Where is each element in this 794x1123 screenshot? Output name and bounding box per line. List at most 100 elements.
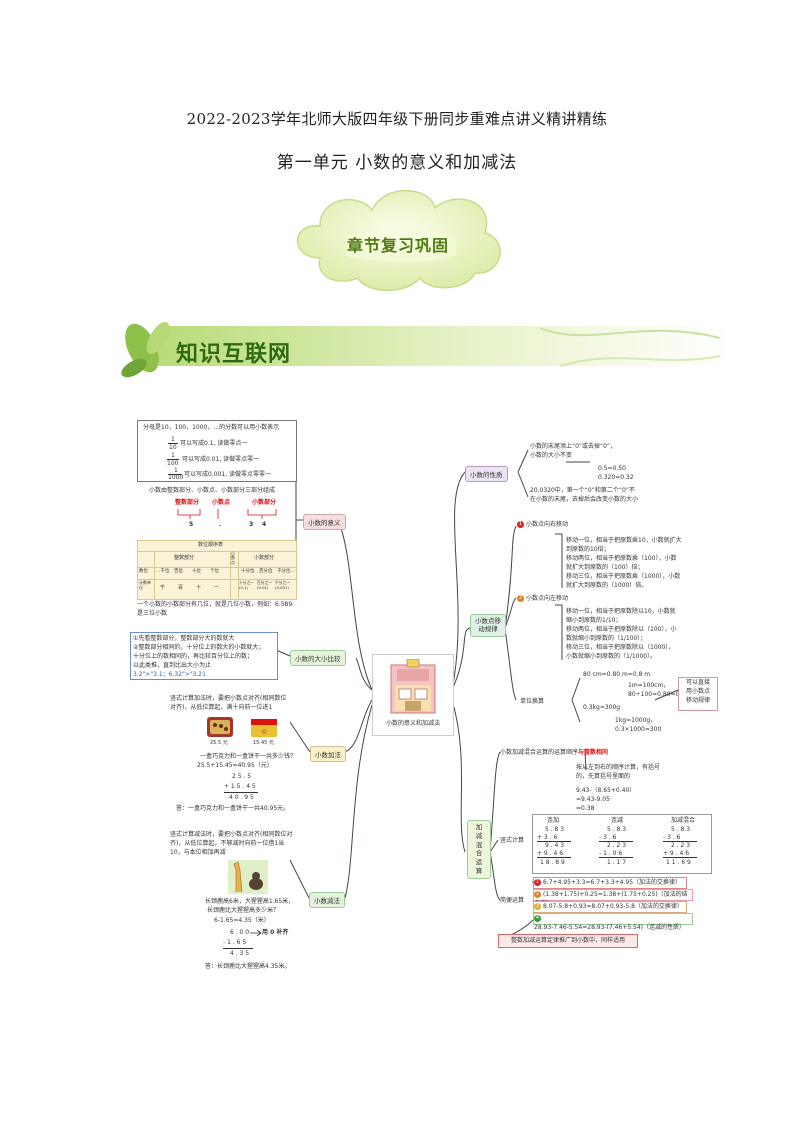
- frac3-text: 可以写成0.001, 读做零点零零一: [184, 471, 271, 478]
- unit-tip-1: 可以直接: [685, 679, 710, 686]
- compare-line-4: 以此类推，直到比出大小为止: [133, 662, 212, 669]
- c2-row4: - 1 . 0 6: [599, 850, 623, 857]
- compare-line-3: 十分位上的数相同的，再比较百分位上的数；: [133, 653, 254, 660]
- subtraction-rule: 竖式计算减法时，要把小数点对齐(相同数位对齐)，从低位算起，不够减时向前一位借1…: [170, 831, 293, 856]
- addition-v3: 4 0 . 9 5: [229, 794, 254, 801]
- cloud-decoration: [296, 189, 501, 292]
- chocolate-icon: [207, 717, 233, 737]
- digit-4: 4: [262, 521, 267, 528]
- center-node[interactable]: 小数的意义和加减法: [372, 654, 454, 736]
- mixed-char-2: 减: [475, 831, 483, 840]
- property-ex-1: 0.5=0.50: [598, 465, 626, 472]
- svg-text:◎: ◎: [261, 728, 266, 735]
- c1-row2: + 3 . 6: [537, 834, 558, 841]
- mixed-char-3: 混: [475, 840, 483, 849]
- compare-examples: 3.2">"3.1；6.32">"3.21: [133, 671, 206, 678]
- c3-row4: + 9 . 4 6: [663, 850, 690, 857]
- place-int-4: 个位: [210, 569, 219, 574]
- subtraction-q2: 长颈鹿比大猩猩高多少米？: [207, 907, 280, 914]
- node-addition[interactable]: 小数加法: [310, 746, 346, 762]
- c2-row5: 1 . 1 7: [607, 859, 627, 866]
- node-property[interactable]: 小数的性质: [465, 466, 508, 482]
- mixed-order-1: 按从左到右的顺序计算，有括号: [576, 764, 661, 771]
- banner-label: 知识互联网: [176, 342, 292, 367]
- digit-dot: .: [219, 521, 222, 528]
- move-left-2b: 数就缩小到原数的（1/100）；: [566, 635, 647, 642]
- subtraction-answer: 答：长颈鹿比大猩猩高4.35米。: [205, 963, 291, 970]
- unit-tip-2: 用小数点: [685, 688, 710, 695]
- int-header: 整数部分: [174, 555, 195, 561]
- move-right-2: 移动两位，相当于把原数乘（100），小数: [566, 555, 677, 562]
- price-chocolate: 25.5 元: [210, 740, 228, 746]
- digit-3: 3: [249, 521, 254, 528]
- compare-box: ①先看整数部分，整数部分大的数就大 ②整数部分相同的，十分位上的数大的小数就大；…: [130, 632, 278, 680]
- unit-dec-1: 十分之一(0.1): [239, 580, 255, 590]
- unit-int-2: 百: [178, 585, 184, 591]
- unit-line-3: 80÷100=0.80=0.8: [628, 691, 686, 698]
- place-int-2: 百位: [174, 569, 183, 574]
- c1-row3: 9 . 4 3: [545, 842, 565, 849]
- c3-row1: 5 . 8 3: [671, 826, 691, 833]
- mixed-char-6: 算: [475, 866, 483, 875]
- node-subtraction[interactable]: 小数减法: [309, 892, 345, 908]
- place-int-3: 十位: [192, 569, 201, 574]
- node-decimal-meaning[interactable]: 小数的意义: [303, 514, 346, 530]
- place-dec-3: 千分位…: [277, 569, 295, 574]
- place-dec-2: 百分位: [259, 569, 273, 574]
- c3-row2: - 3 . 6: [663, 834, 681, 841]
- point-label: 小数点: [212, 499, 231, 506]
- header-mixed: 加减混合: [671, 817, 696, 824]
- compose-text: 小数由整数部分、小数点、小数部分三部分组成: [149, 487, 276, 494]
- zero-pad-arrow: [250, 930, 262, 936]
- mixed-intro: 小数加减混合运算的运算顺序与整数相同: [500, 749, 609, 756]
- vertical-calc-box: 连加 连减 加减混合 5 . 8 3 + 3 . 6 9 . 4 3 + 9 .…: [532, 814, 712, 874]
- addition-question: 一盒巧克力和一盒饼干一共多少钱？: [200, 753, 297, 760]
- frac2-text: 可以写成0.01, 读做零点零一: [182, 456, 260, 463]
- unit-title: 第一单元 小数的意义和加减法: [276, 153, 518, 173]
- frac2-den: 100: [167, 460, 179, 467]
- compare-line-2: ②整数部分相同的，十分位上的数大的小数就大；: [133, 644, 265, 651]
- simple-item-2: 2(1.38+1.75)+0.25=1.38+(1.75+0.25)（加法的结合…: [533, 889, 693, 907]
- frac3-num: 1: [174, 467, 178, 474]
- property-text-1: 小数的末尾添上“0”或去掉“0”，: [530, 443, 617, 450]
- frac1-text: 可以写成0.1, 读做零点一: [180, 440, 248, 447]
- c3-row3: 2 . 2 3: [671, 842, 691, 849]
- compare-line-1: ①先看整数部分，整数部分大的数就大: [133, 635, 235, 642]
- unit-line-1: 80 cm=0.80 m=0.8 m: [583, 671, 651, 678]
- property-note-1: 20.0320中，第一个“0”和第二个“0”不: [530, 487, 635, 494]
- move-right-3b: 就扩大到原数的（1000）倍。: [566, 582, 648, 589]
- move-left-1: 移动一位，相当于把原数除以10，小数就: [566, 608, 676, 615]
- row-place: 数位: [139, 569, 148, 574]
- unit-int-1: 千: [160, 585, 166, 591]
- move-left-2: 移动两位，相当于把原数除以（100），小: [566, 626, 677, 633]
- node-mixed-operations[interactable]: 加 减 混 合 运 算: [467, 820, 491, 879]
- vertical-calc-node[interactable]: 竖式计算: [500, 837, 525, 844]
- header-sub: 连减: [611, 817, 624, 824]
- unit-line-6: 0.3×1000=300: [615, 726, 662, 733]
- property-ex-2: 0.320=0.32: [598, 474, 634, 481]
- unit-tip-box: 可以直接 用小数点 移动规律: [678, 677, 718, 711]
- simple-calc-node[interactable]: 简便运算: [500, 897, 525, 904]
- addition-v2: + 1 5 . 4 5: [224, 783, 256, 790]
- mixed-example-2: =9.43-9.05: [576, 796, 610, 803]
- c3-row5: 1 1 . 6 9: [666, 859, 691, 866]
- subtraction-v2: - 1 . 6 5: [223, 939, 247, 946]
- int-part-label: 整数部分: [175, 499, 200, 506]
- mixed-char-1: 加: [475, 823, 483, 831]
- table-title: 数位顺序表: [198, 542, 224, 548]
- unit-int-3: 十: [196, 585, 202, 591]
- move-left-3b: 小数就缩小到原数的（1/1000）。: [566, 653, 657, 660]
- unit-conversion-node[interactable]: 单位换算: [520, 698, 545, 705]
- c1-row4: + 9 . 4 6: [537, 850, 564, 857]
- frac2-num: 1: [171, 452, 175, 459]
- c2-row2: - 3 . 6: [599, 834, 617, 841]
- node-compare[interactable]: 小数的大小比较: [290, 650, 346, 666]
- subtraction-v1: 6 . 0 0: [230, 929, 250, 936]
- node-move-rule[interactable]: 小数点移 动规律: [470, 614, 506, 637]
- property-note-2: 在小数的末尾，去掉后会改变小数的大小: [530, 496, 639, 503]
- frac1-den: 10: [169, 444, 177, 451]
- center-label: 小数的意义和加减法: [385, 720, 440, 727]
- place-int-1: …千位: [156, 569, 170, 574]
- row-unit: 计数单位: [139, 580, 151, 590]
- dec-header: 小数部分: [254, 555, 275, 561]
